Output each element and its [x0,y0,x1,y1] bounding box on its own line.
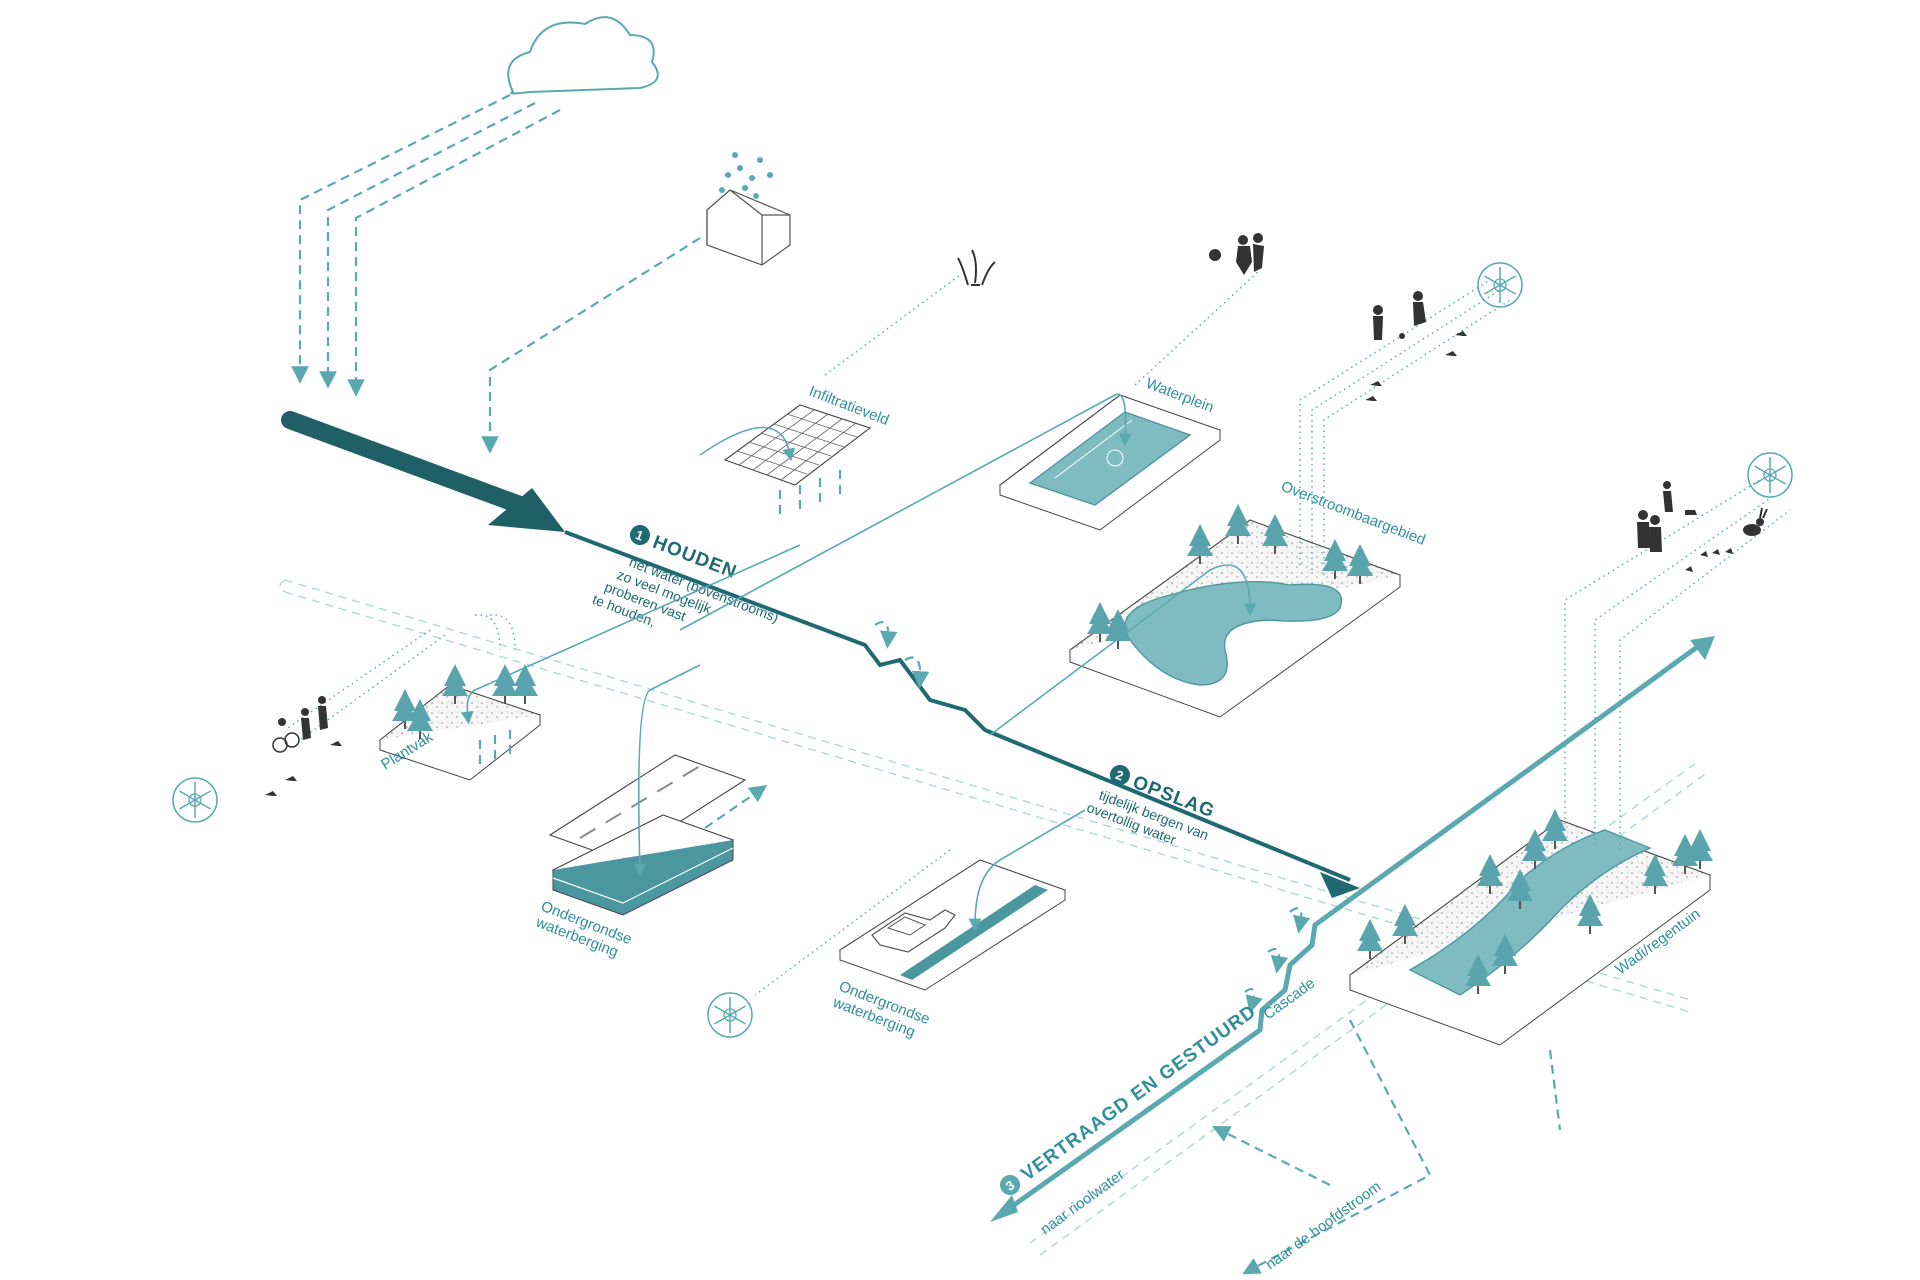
pedestrians-icon [1373,291,1426,340]
step-3-title: VERTRAAGD EN GESTUURD [1018,1001,1261,1185]
exit-paths [1212,1019,1562,1275]
label-naar-hoofdstroom: naar de hoofdstroom [1262,1178,1384,1273]
ball-players-icon [1209,233,1264,275]
step-3-label: 3 VERTRAAGD EN GESTUURD [1000,1001,1261,1195]
infiltratieveld [699,274,961,520]
house-icon [706,152,791,266]
cloud-icon [507,16,659,95]
car-icon [871,909,956,953]
label-overstroombaargebied: Overstroombaargebied [1279,478,1428,549]
overstroombaargebied [989,279,1511,736]
grass-icon [957,249,996,286]
rain-dashed-lines [291,94,561,397]
waterplein [679,269,1261,631]
wadi-regentuin [1348,479,1791,1046]
birds-icon [1365,331,1467,401]
rabbit-icon [1743,507,1768,536]
delayed-flow-arrow [990,636,1715,1222]
plantvak [284,544,801,781]
ondergrondse-waterberging-2 [754,809,1086,996]
label-cascade: Cascade [1260,975,1318,1024]
ondergrondse-waterberging-1 [548,664,768,916]
cyclist-icon [265,696,342,796]
butterflies-icon [1685,548,1733,572]
house-runoff-line [481,237,701,454]
step-2-label: 2 OPSLAG tijdelijk bergen van overtollig… [1085,765,1218,848]
hikers-icon [1637,481,1697,552]
step-1-label: 1 HOUDEN het water (bovenstrooms) zo vee… [590,525,781,630]
cascade-curls [874,621,1311,1014]
